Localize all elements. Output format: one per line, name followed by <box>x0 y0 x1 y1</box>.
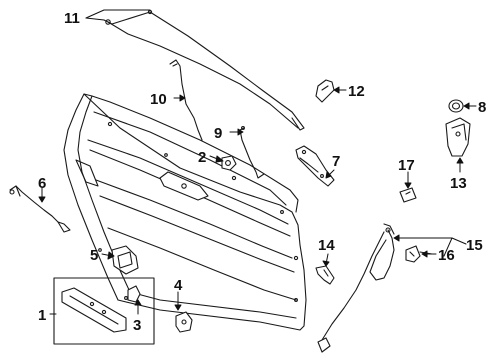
callout-14: 14 <box>318 237 335 254</box>
callout-5: 5 <box>90 247 98 264</box>
part-17-bolt <box>399 187 417 203</box>
part-4-latch <box>175 311 193 333</box>
part-7-bracket <box>295 145 335 187</box>
callout-13: 13 <box>450 175 467 192</box>
part-15-cable <box>317 223 395 353</box>
callout-7: 7 <box>332 153 340 170</box>
part-10-rod <box>169 59 203 141</box>
callout-8: 8 <box>478 99 486 116</box>
part-13-hinge <box>445 117 471 157</box>
callout-12: 12 <box>348 83 365 100</box>
part-12-clip <box>315 79 335 103</box>
part-5-handle <box>111 245 139 275</box>
part-14-bolt <box>315 265 335 285</box>
callout-3: 3 <box>133 317 141 334</box>
part-1-3-group <box>53 277 155 345</box>
callout-labels: 11 10 9 2 12 7 8 13 17 6 5 1 3 4 14 16 1… <box>38 10 486 334</box>
callout-6: 6 <box>38 175 46 192</box>
callout-15: 15 <box>466 237 483 254</box>
part-2-clip <box>221 155 237 171</box>
callout-11: 11 <box>64 10 80 27</box>
leader-lines <box>38 9 477 315</box>
part-8-bumper <box>448 99 464 113</box>
callout-17: 17 <box>398 157 415 174</box>
part-6-harness <box>9 185 71 233</box>
part-9-rod <box>239 126 265 179</box>
callout-2: 2 <box>198 149 206 166</box>
callout-1: 1 <box>38 307 46 324</box>
callout-9: 9 <box>214 125 222 142</box>
callout-4: 4 <box>174 277 183 294</box>
callout-10: 10 <box>150 91 167 108</box>
callout-16: 16 <box>438 247 455 264</box>
tailgate-panel <box>63 93 307 331</box>
